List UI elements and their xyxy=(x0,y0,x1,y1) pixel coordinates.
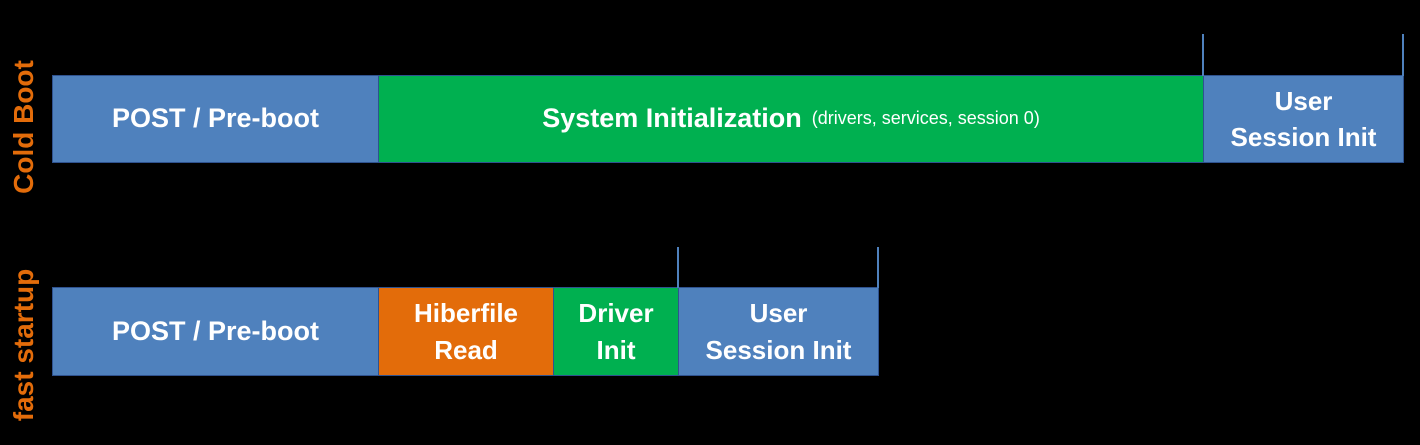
cold-boot-system-init-segment: System Initialization (drivers, services… xyxy=(378,75,1204,163)
system-init-label: System Initialization xyxy=(542,103,802,134)
cold-boot-end-marker xyxy=(1402,34,1404,76)
fast-startup-user-session-segment: User Session Init xyxy=(678,287,879,376)
driver-init-line2: Init xyxy=(596,334,636,365)
hiberfile-line1: Hiberfile xyxy=(413,298,519,329)
fast-startup-post-segment: POST / Pre-boot xyxy=(52,287,379,376)
fast-startup-end-marker xyxy=(877,247,879,288)
system-init-note: (drivers, services, session 0) xyxy=(811,108,1040,129)
cold-boot-user-session-line2: Session Init xyxy=(1230,122,1377,152)
hiberfile-read-segment: Hiberfile Read xyxy=(378,287,554,376)
driver-init-segment: Driver Init xyxy=(553,287,679,376)
fast-startup-user-session-line1: User xyxy=(749,298,808,329)
cold-boot-label: Cold Boot xyxy=(8,60,39,194)
cold-boot-post-label: POST / Pre-boot xyxy=(111,103,319,134)
cold-boot-user-start-marker xyxy=(1202,34,1204,76)
fast-startup-user-session-line2: Session Init xyxy=(705,334,852,365)
fast-startup-post-label: POST / Pre-boot xyxy=(111,315,319,346)
cold-boot-user-session-line1: User xyxy=(1274,85,1333,116)
driver-init-line1: Driver xyxy=(578,298,654,329)
hiberfile-line2: Read xyxy=(434,334,498,365)
cold-boot-post-segment: POST / Pre-boot xyxy=(52,75,379,163)
fast-startup-user-start-marker xyxy=(677,247,679,288)
fast-startup-label: fast startup xyxy=(8,268,39,422)
cold-boot-user-session-segment: User Session Init xyxy=(1203,75,1404,163)
